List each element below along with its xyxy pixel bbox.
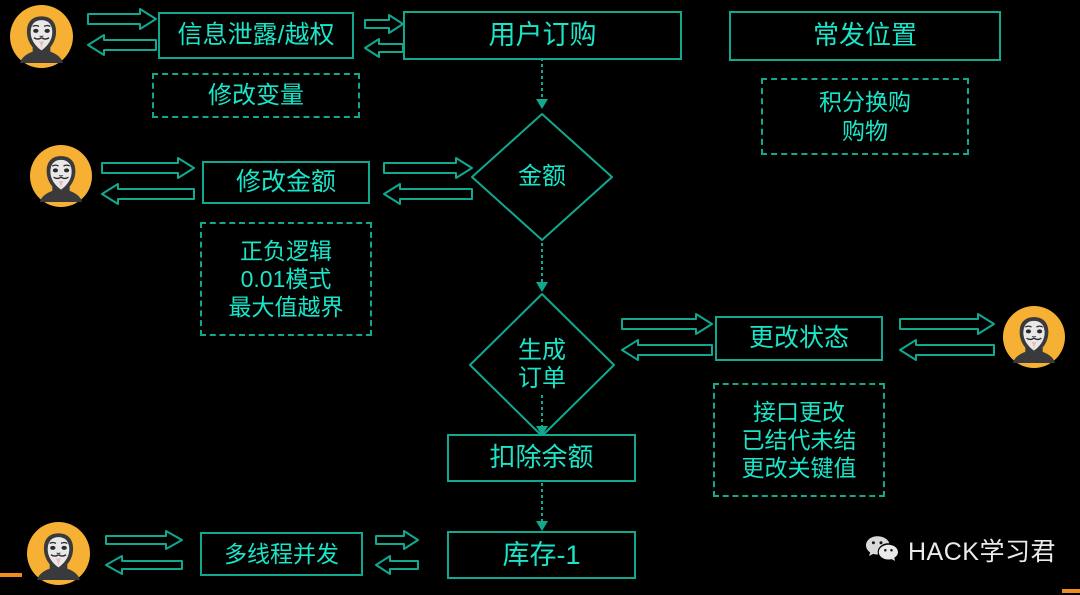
double-arrow-connector-2 [364,14,404,58]
node-amount-notes[interactable]: 正负逻辑 0.01模式 最大值越界 [200,222,372,336]
flow-arrow-deduct-to-stock [536,483,548,531]
node-points-exchange[interactable]: 积分换购 购物 [761,78,969,155]
anonymous-mask-icon [1012,317,1056,364]
double-arrow-connector-3 [101,157,195,205]
watermark: HACK学习君 [865,532,1056,568]
anonymous-mask-icon [39,156,83,203]
node-user-order[interactable]: 用户订购 [403,11,682,60]
node-amount-decision[interactable]: 金额 [470,112,614,242]
double-arrow-connector-7 [105,530,183,575]
node-modify-amount[interactable]: 修改金额 [202,161,370,204]
node-generate-order-decision[interactable]: 生成 订单 [468,292,616,438]
diamond-shape [469,293,615,437]
node-state-notes[interactable]: 接口更改 已结代未结 更改关键值 [713,383,885,497]
hacker-avatar-mid-left [30,145,92,207]
wechat-icon [866,536,898,561]
flow-arrow-amount-to-gen-order [536,243,548,292]
double-arrow-connector-1 [87,8,157,56]
flow-arrow-user-order-to-amount [536,58,548,109]
node-info-leak[interactable]: 信息泄露/越权 [158,12,354,59]
node-multithread-concurrency[interactable]: 多线程并发 [200,532,363,576]
diamond-shape [471,113,613,241]
hacker-avatar-bottom-left [27,522,90,585]
hacker-avatar-mid-right [1003,306,1065,368]
node-modify-variable[interactable]: 修改变量 [152,73,360,118]
double-arrow-connector-6 [899,313,995,361]
accent-bar-bottom-right [1062,589,1080,593]
double-arrow-connector-5 [621,313,713,361]
node-change-state[interactable]: 更改状态 [715,316,883,361]
node-stock-minus-one[interactable]: 库存-1 [447,531,636,579]
hacker-avatar-top-left [10,5,73,68]
node-often-send-location[interactable]: 常发位置 [729,11,1001,61]
watermark-text: HACK学习君 [908,538,1056,566]
accent-bar-bottom-left [0,573,22,577]
anonymous-mask-icon [20,16,63,63]
double-arrow-connector-4 [383,157,473,205]
anonymous-mask-icon [37,533,80,580]
double-arrow-connector-8 [375,530,419,575]
flow-arrow-gen-order-to-deduct [536,395,548,436]
node-deduct-balance[interactable]: 扣除余额 [447,434,636,482]
